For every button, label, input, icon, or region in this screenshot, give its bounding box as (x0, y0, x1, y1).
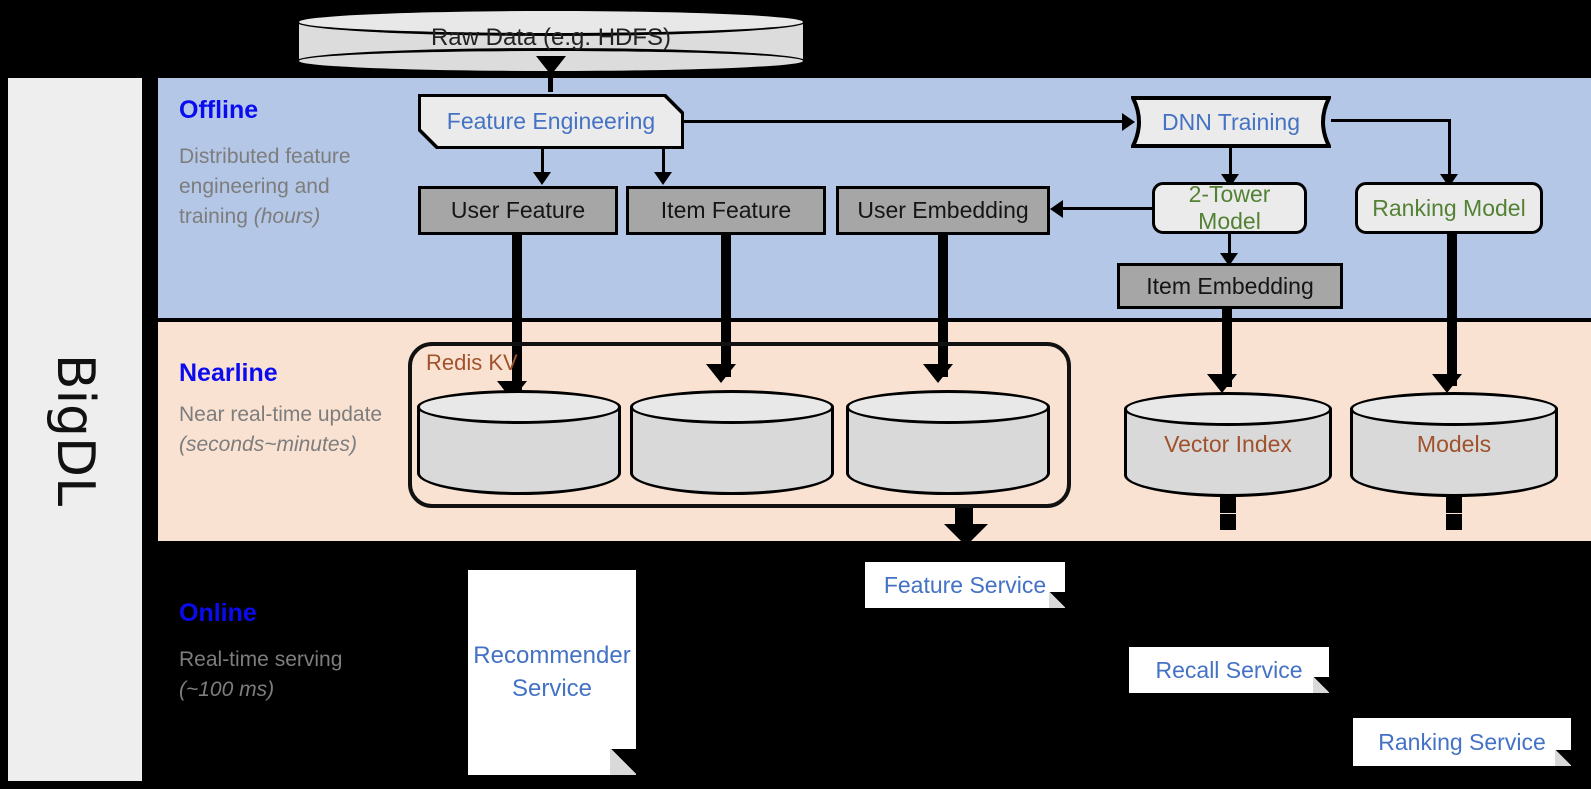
recommender-service-line2: Service (511, 674, 593, 702)
pipe-userembedding-arrow (923, 364, 953, 383)
ranking-service-fold-icon (1555, 750, 1571, 766)
pipe-userfeature (512, 235, 522, 395)
pipe-itemembedding-arrow (1207, 374, 1237, 393)
edge-fe-to-dnn-arrow (1122, 113, 1135, 131)
ranking-service-node[interactable]: Ranking Service (1353, 718, 1571, 766)
pipe-rankingmodel-arrow (1432, 374, 1462, 393)
nearline-subtitle-text: Near real-time update (179, 403, 383, 426)
models-store[interactable]: Models (1350, 392, 1558, 497)
edge-dnn-to-ranking-v (1448, 119, 1451, 179)
online-title: Online (179, 599, 257, 627)
redis-cylinder-2-top (630, 390, 834, 424)
pipe-rankingmodel (1447, 234, 1457, 386)
pipe-itemfeature-arrow (706, 364, 736, 383)
ranking-service-label: Ranking Service (1378, 728, 1546, 755)
pipe-userembedding (938, 235, 948, 377)
edge-rawdata-to-fe-arrow (536, 56, 566, 75)
item-embedding-label: Item Embedding (1146, 272, 1314, 299)
nearline-title: Nearline (179, 359, 278, 387)
edge-fe-to-dnn (684, 120, 1124, 123)
edge-rawdata-to-fe (548, 70, 553, 92)
bigdl-rail: BigDL (8, 78, 142, 781)
edge-twotower-to-itememb-arrow (1220, 253, 1238, 266)
raw-data-label: Raw Data (e.g. HDFS) (430, 24, 672, 51)
ranking-model-label: Ranking Model (1372, 194, 1526, 221)
edge-dnn-to-twotower (1229, 148, 1232, 178)
pipe-itemembedding (1222, 309, 1232, 387)
feature-engineering-fill (421, 97, 681, 146)
edge-twotower-to-itememb (1228, 234, 1231, 260)
edge-fe-to-itemfeature-arrow (654, 172, 672, 185)
edge-twotower-to-userembedding-arrow (1050, 200, 1063, 218)
edge-fe-to-itemfeature (662, 149, 665, 176)
vector-index-top (1124, 392, 1332, 426)
recommender-service-line1: Recommender (473, 642, 631, 670)
feature-engineering-node[interactable]: Feature Engineering (418, 94, 684, 149)
bigdl-label-text: BigDL (45, 353, 106, 506)
redis-cylinder-3[interactable] (846, 390, 1050, 495)
redis-kv-container (408, 342, 1071, 508)
recall-service-fold-icon (1313, 677, 1329, 693)
vector-index-label: Vector Index (1164, 431, 1292, 457)
recall-service-label: Recall Service (1155, 656, 1303, 683)
user-feature-label: User Feature (450, 197, 586, 223)
item-embedding-node[interactable]: Item Embedding (1117, 263, 1343, 309)
recommender-service-node[interactable]: Recommender Service (468, 570, 636, 775)
feature-service-node[interactable]: Feature Service (865, 562, 1065, 608)
two-tower-model-label: 2-Tower Model (1188, 181, 1271, 234)
recommender-service-fold-icon (610, 749, 636, 775)
dnn-training-label: DNN Training (1161, 108, 1301, 135)
nearline-subtitle: Near real-time update (seconds~minutes) (179, 400, 419, 460)
user-embedding-label: User Embedding (857, 197, 1029, 223)
recall-service-node[interactable]: Recall Service (1129, 647, 1329, 693)
edge-redis-to-featureservice-arrow (944, 524, 988, 546)
edge-redis-to-featureservice-stub (955, 508, 973, 526)
item-feature-node[interactable]: Item Feature (626, 186, 826, 235)
ranking-model-node[interactable]: Ranking Model (1355, 182, 1543, 234)
offline-subtitle: Distributed feature engineering and trai… (179, 142, 379, 231)
redis-cylinder-3-top (846, 390, 1050, 424)
models-top (1350, 392, 1558, 426)
edge-dnn-to-ranking-h (1331, 119, 1451, 122)
edge-twotower-to-userembedding (1063, 207, 1155, 210)
recommender-service-label: Recommender Service (473, 640, 630, 705)
raw-data-top (296, 8, 806, 36)
online-subtitle: Real-time serving (~100 ms) (179, 645, 379, 705)
bigdl-label: BigDL (8, 78, 142, 781)
edge-vectorindex-stub-2 (1220, 514, 1236, 530)
redis-cylinder-1-top (417, 390, 621, 424)
redis-kv-label: Redis KV (426, 350, 518, 375)
user-feature-node[interactable]: User Feature (418, 186, 618, 235)
feature-service-fold-icon (1049, 592, 1065, 608)
offline-subtitle-em: (hours) (253, 204, 321, 228)
edge-fe-to-userfeature (541, 149, 544, 176)
offline-subtitle-text: Distributed feature engineering and trai… (179, 145, 351, 228)
user-embedding-node[interactable]: User Embedding (836, 186, 1050, 235)
edge-models-stub-1 (1446, 497, 1462, 513)
feature-engineering-label: Feature Engineering (446, 108, 656, 134)
raw-data-store: Raw Data (e.g. HDFS) (296, 8, 806, 74)
dnn-training-shape (1131, 96, 1331, 148)
online-subtitle-em: (~100 ms) (179, 677, 275, 701)
edge-vectorindex-stub-1 (1220, 497, 1236, 513)
models-label: Models (1416, 431, 1492, 457)
offline-title: Offline (179, 96, 259, 124)
online-subtitle-text: Real-time serving (179, 648, 343, 671)
item-feature-label: Item Feature (660, 197, 792, 223)
edge-fe-to-userfeature-arrow (533, 172, 551, 185)
nearline-subtitle-em: (seconds~minutes) (179, 432, 357, 456)
feature-service-label: Feature Service (883, 571, 1047, 598)
edge-models-stub-2 (1446, 514, 1462, 530)
two-tower-model-node[interactable]: 2-Tower Model (1152, 181, 1307, 234)
redis-cylinder-2[interactable] (630, 390, 834, 495)
dnn-training-node[interactable]: DNN Training (1131, 96, 1331, 148)
pipe-itemfeature (721, 235, 731, 377)
redis-cylinder-1[interactable] (417, 390, 621, 495)
vector-index-store[interactable]: Vector Index (1124, 392, 1332, 497)
